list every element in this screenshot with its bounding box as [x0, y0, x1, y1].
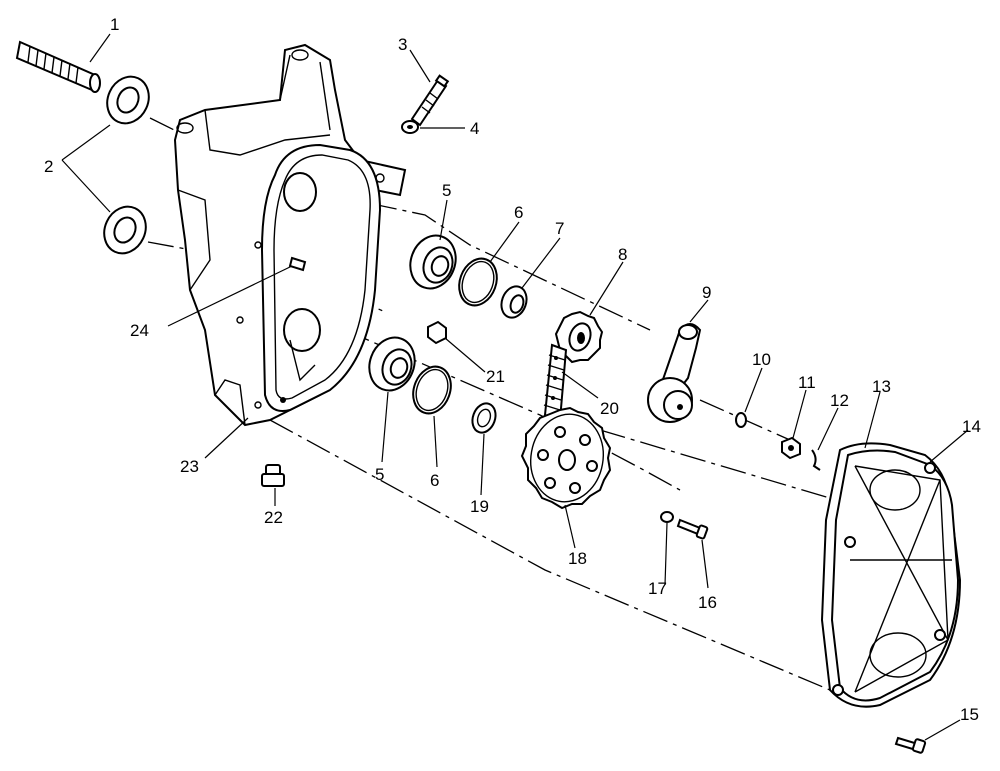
callout-20: 20	[600, 399, 619, 418]
callout-3: 3	[398, 35, 407, 54]
callout-21: 21	[486, 367, 505, 386]
callout-4: 4	[470, 119, 479, 138]
part-24-dowel-pin	[288, 256, 307, 272]
callout-7: 7	[555, 219, 564, 238]
callout-labels: 1 2 3 4 5 6 7 8 9 10 11 12 13 14 15 16 1…	[44, 15, 981, 724]
callout-15: 15	[960, 705, 979, 724]
part-21-nut	[427, 320, 447, 345]
callout-22: 22	[264, 508, 283, 527]
callout-8: 8	[618, 245, 627, 264]
callout-5-upper: 5	[442, 181, 451, 200]
part-4-nut	[401, 120, 419, 134]
callout-14: 14	[962, 417, 981, 436]
callout-10: 10	[752, 350, 771, 369]
part-10-washer	[735, 412, 747, 428]
callout-1: 1	[110, 15, 119, 34]
part-8-upper-sprocket	[554, 310, 604, 364]
callout-6-lower: 6	[430, 471, 439, 490]
callout-6-upper: 6	[514, 203, 523, 222]
callout-11: 11	[798, 373, 816, 392]
callout-23: 23	[180, 457, 199, 476]
callout-24: 24	[130, 321, 149, 340]
callout-9: 9	[702, 283, 711, 302]
part-19-washer	[471, 402, 497, 434]
part-12-cotter-pin	[811, 449, 821, 471]
callout-16: 16	[698, 593, 717, 612]
part-11-nut	[781, 436, 801, 460]
part-2-seal-upper	[106, 75, 150, 125]
part-9-chain-tensioner	[647, 323, 702, 423]
callout-12: 12	[830, 391, 849, 410]
part-20-drive-chain	[543, 343, 568, 422]
part-16-bolt	[676, 518, 709, 540]
part-5-bearing-upper	[409, 234, 457, 290]
part-22-drain-plug	[261, 464, 285, 487]
callout-18: 18	[568, 549, 587, 568]
part-1-input-shaft	[15, 40, 101, 93]
leader-lines	[61, 33, 969, 741]
housing-gasket-face	[260, 143, 382, 412]
part-7-spacer	[500, 285, 528, 319]
part-15-cover-bolt	[894, 736, 927, 754]
part-17-washer	[660, 511, 674, 523]
callout-19: 19	[470, 497, 489, 516]
part-2-seal-lower	[103, 205, 147, 255]
callout-2: 2	[44, 157, 53, 176]
part-5-bearing-lower	[368, 336, 416, 392]
callout-17: 17	[648, 579, 667, 598]
part-14-chaincase-cover	[830, 449, 960, 702]
part-6-snap-ring-lower	[412, 365, 452, 415]
callout-13: 13	[872, 377, 891, 396]
part-6-snap-ring-upper	[458, 257, 498, 307]
part-3-bolt	[410, 74, 450, 127]
part-18-lower-sprocket	[520, 406, 612, 510]
callout-5-lower: 5	[375, 465, 384, 484]
